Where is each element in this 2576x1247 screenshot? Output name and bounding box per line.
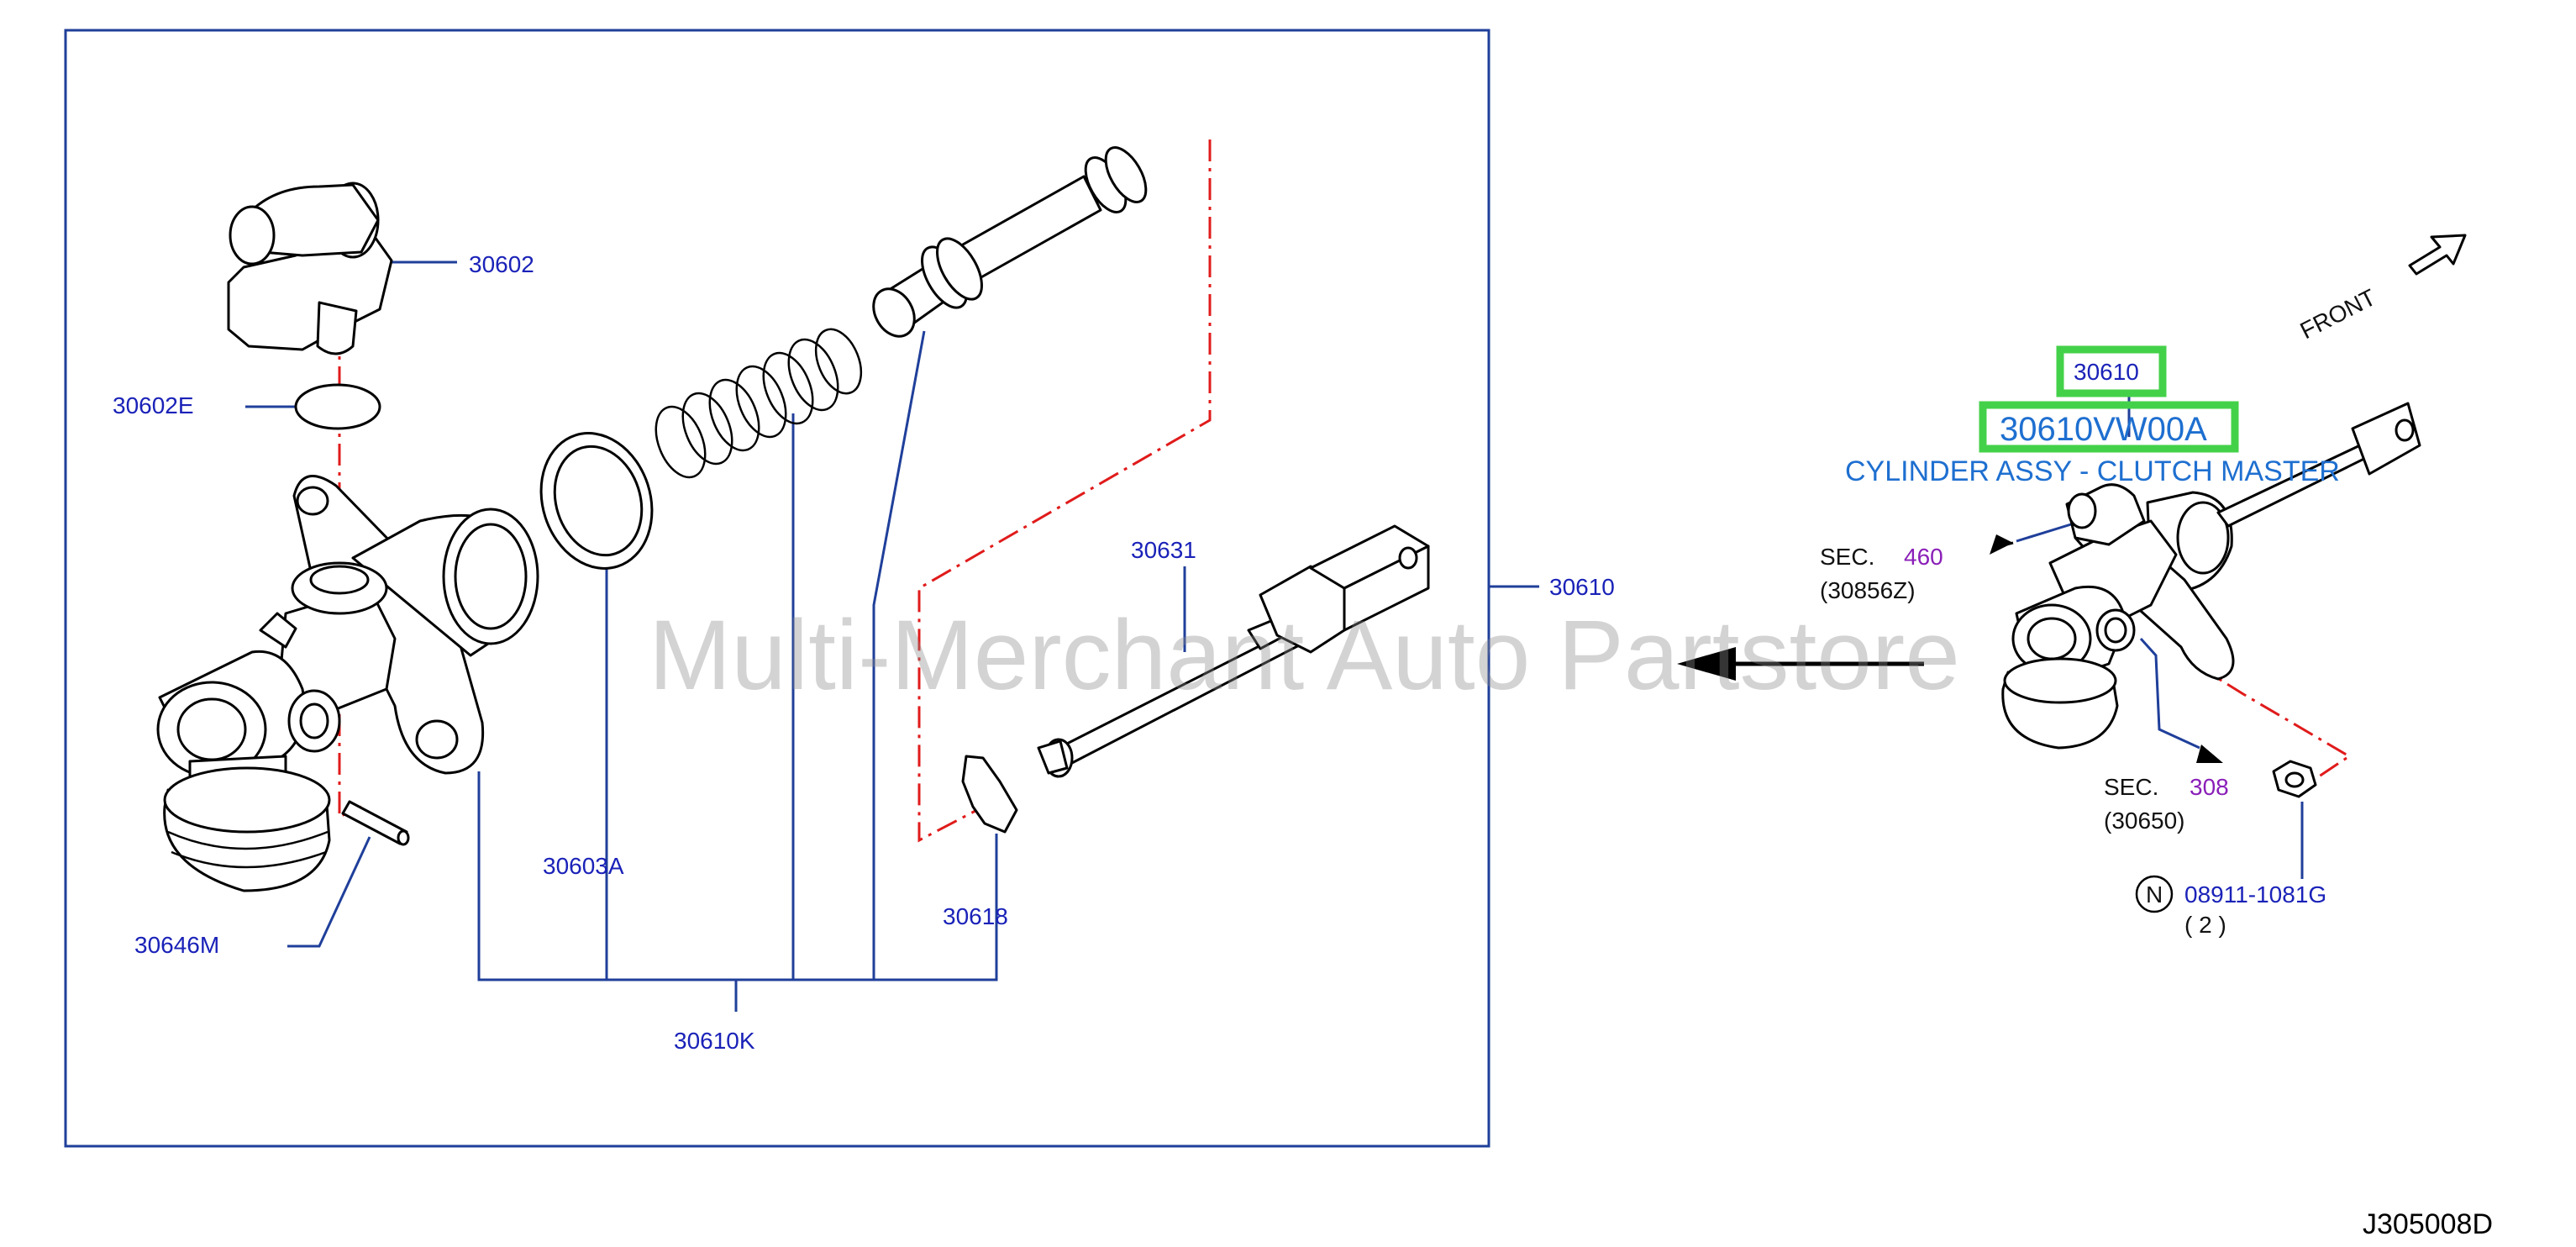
n-symbol-circle [2135, 875, 2174, 913]
sec-308-prefix: SEC. [2104, 774, 2158, 800]
callout-30618[interactable]: 30618 [943, 903, 1008, 929]
diagram-code: J305008D [2363, 1208, 2493, 1240]
master-cylinder-body [156, 475, 539, 892]
retaining-pin [341, 800, 410, 846]
highlight-description: CYLINDER ASSY - CLUTCH MASTER [1845, 455, 2340, 487]
leader-lines [245, 260, 2304, 1012]
callout-30631[interactable]: 30631 [1131, 537, 1196, 563]
seal-ring [539, 432, 654, 570]
callout-30610K[interactable]: 30610K [674, 1028, 755, 1054]
callout-30646M[interactable]: 30646M [134, 932, 219, 958]
hex-nut [2272, 760, 2317, 798]
return-spring [655, 328, 863, 479]
exploded-view-frame [64, 29, 1490, 1148]
callout-30602[interactable]: 30602 [469, 251, 534, 277]
sec-460-number[interactable]: 460 [1904, 544, 1943, 570]
callout-08911-1081G[interactable]: 08911-1081G [2184, 881, 2326, 908]
sec-460-ref: (30856Z) [1820, 577, 1916, 603]
watermark: Multi-Merchant Auto Partstore [649, 600, 1960, 711]
callout-30603A[interactable]: 30603A [543, 853, 624, 879]
reservoir-elbow-fitting [227, 182, 393, 355]
callout-30602E[interactable]: 30602E [113, 392, 194, 418]
installed-assembly [2001, 402, 2421, 750]
highlight-part-number[interactable]: 30610 [2074, 359, 2139, 385]
sec-460-prefix: SEC. [1820, 544, 1874, 570]
highlight-catalog-number[interactable]: 30610VW00A [2000, 411, 2207, 448]
callout-30610[interactable]: 30610 [1549, 574, 1615, 600]
o-ring [294, 383, 381, 430]
part-number-highlight-box [2056, 345, 2167, 397]
boot-clip [961, 755, 1018, 834]
section-arrows [1990, 534, 2223, 763]
piston-assembly [872, 146, 1148, 338]
sec-308-ref: (30650) [2104, 808, 2185, 834]
callout-08911-qty: ( 2 ) [2184, 912, 2226, 938]
push-rod-clevis [1037, 524, 1430, 778]
detail-arrow [1677, 647, 1924, 681]
front-direction-arrow [2408, 234, 2467, 276]
n-symbol-letter: N [2146, 881, 2163, 908]
front-label: FRONT [2296, 284, 2380, 344]
sec-308-number[interactable]: 308 [2190, 774, 2229, 800]
catalog-number-highlight-box [1979, 401, 2239, 453]
